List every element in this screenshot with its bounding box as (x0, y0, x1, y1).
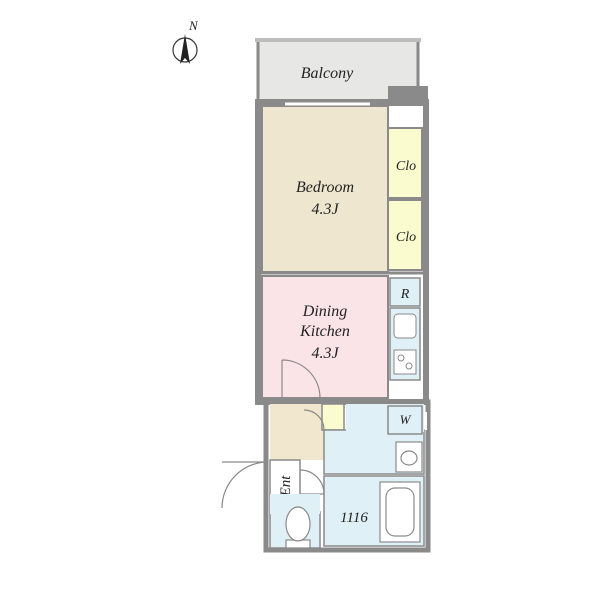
closet-top: Clo (387, 127, 423, 199)
closet-bottom: Clo (387, 199, 423, 271)
kitchen-door-swing (281, 359, 321, 399)
burner-icon (397, 354, 405, 362)
outer-wall-lower (263, 399, 431, 553)
compass: N (172, 18, 199, 64)
washer-area (387, 405, 423, 435)
entrance-hall: Ent (221, 403, 345, 513)
bedroom-name: Bedroom (296, 179, 354, 196)
kitchen-line1: Dining (302, 303, 347, 320)
kitchen-line2: Kitchen (299, 323, 350, 340)
bathtub (379, 481, 421, 543)
washroom: W (323, 404, 425, 503)
bath-size-label: 1116 (340, 510, 368, 526)
kitchen-size: 4.3J (311, 345, 339, 362)
refrigerator-area (389, 277, 421, 307)
refrigerator: R (389, 277, 421, 307)
washer-label: W (400, 412, 412, 427)
closet-top-area (387, 127, 423, 199)
bathtub-icon (385, 487, 415, 537)
balcony-label: Balcony (301, 65, 354, 82)
toilet-floor-upper (270, 494, 320, 514)
north-arrow-icon (180, 34, 190, 64)
refrigerator-label: R (400, 287, 410, 302)
bathroom: 1116 (323, 475, 425, 547)
entrance-label: Ent (278, 475, 294, 498)
compass-label: N (188, 18, 199, 33)
balcony-rail (255, 38, 421, 42)
burner-icon (405, 362, 413, 370)
bedroom-size: 4.3J (311, 201, 339, 218)
washbasin (395, 441, 423, 473)
shoe-box (321, 403, 345, 431)
washbasin-icon (400, 450, 418, 466)
bedroom: Bedroom 4.3J (261, 102, 389, 273)
kitchen-counter (389, 307, 421, 381)
sink-icon (393, 313, 417, 339)
hall-floor (270, 404, 324, 460)
closet-top-label: Clo (396, 159, 416, 174)
stove-icon (393, 349, 417, 375)
toilet-bowl-icon (285, 506, 311, 542)
hall-door-swing (299, 469, 325, 495)
hall-door-swing (303, 409, 325, 431)
dining-kitchen: Dining Kitchen 4.3J (261, 275, 389, 399)
kitchen-floor (261, 275, 389, 399)
closet-bottom-label: Clo (396, 230, 416, 245)
wall-pillar (388, 86, 428, 106)
entrance-door-swing (221, 461, 269, 509)
toilet (269, 494, 321, 549)
closet-bottom-area (387, 199, 423, 271)
